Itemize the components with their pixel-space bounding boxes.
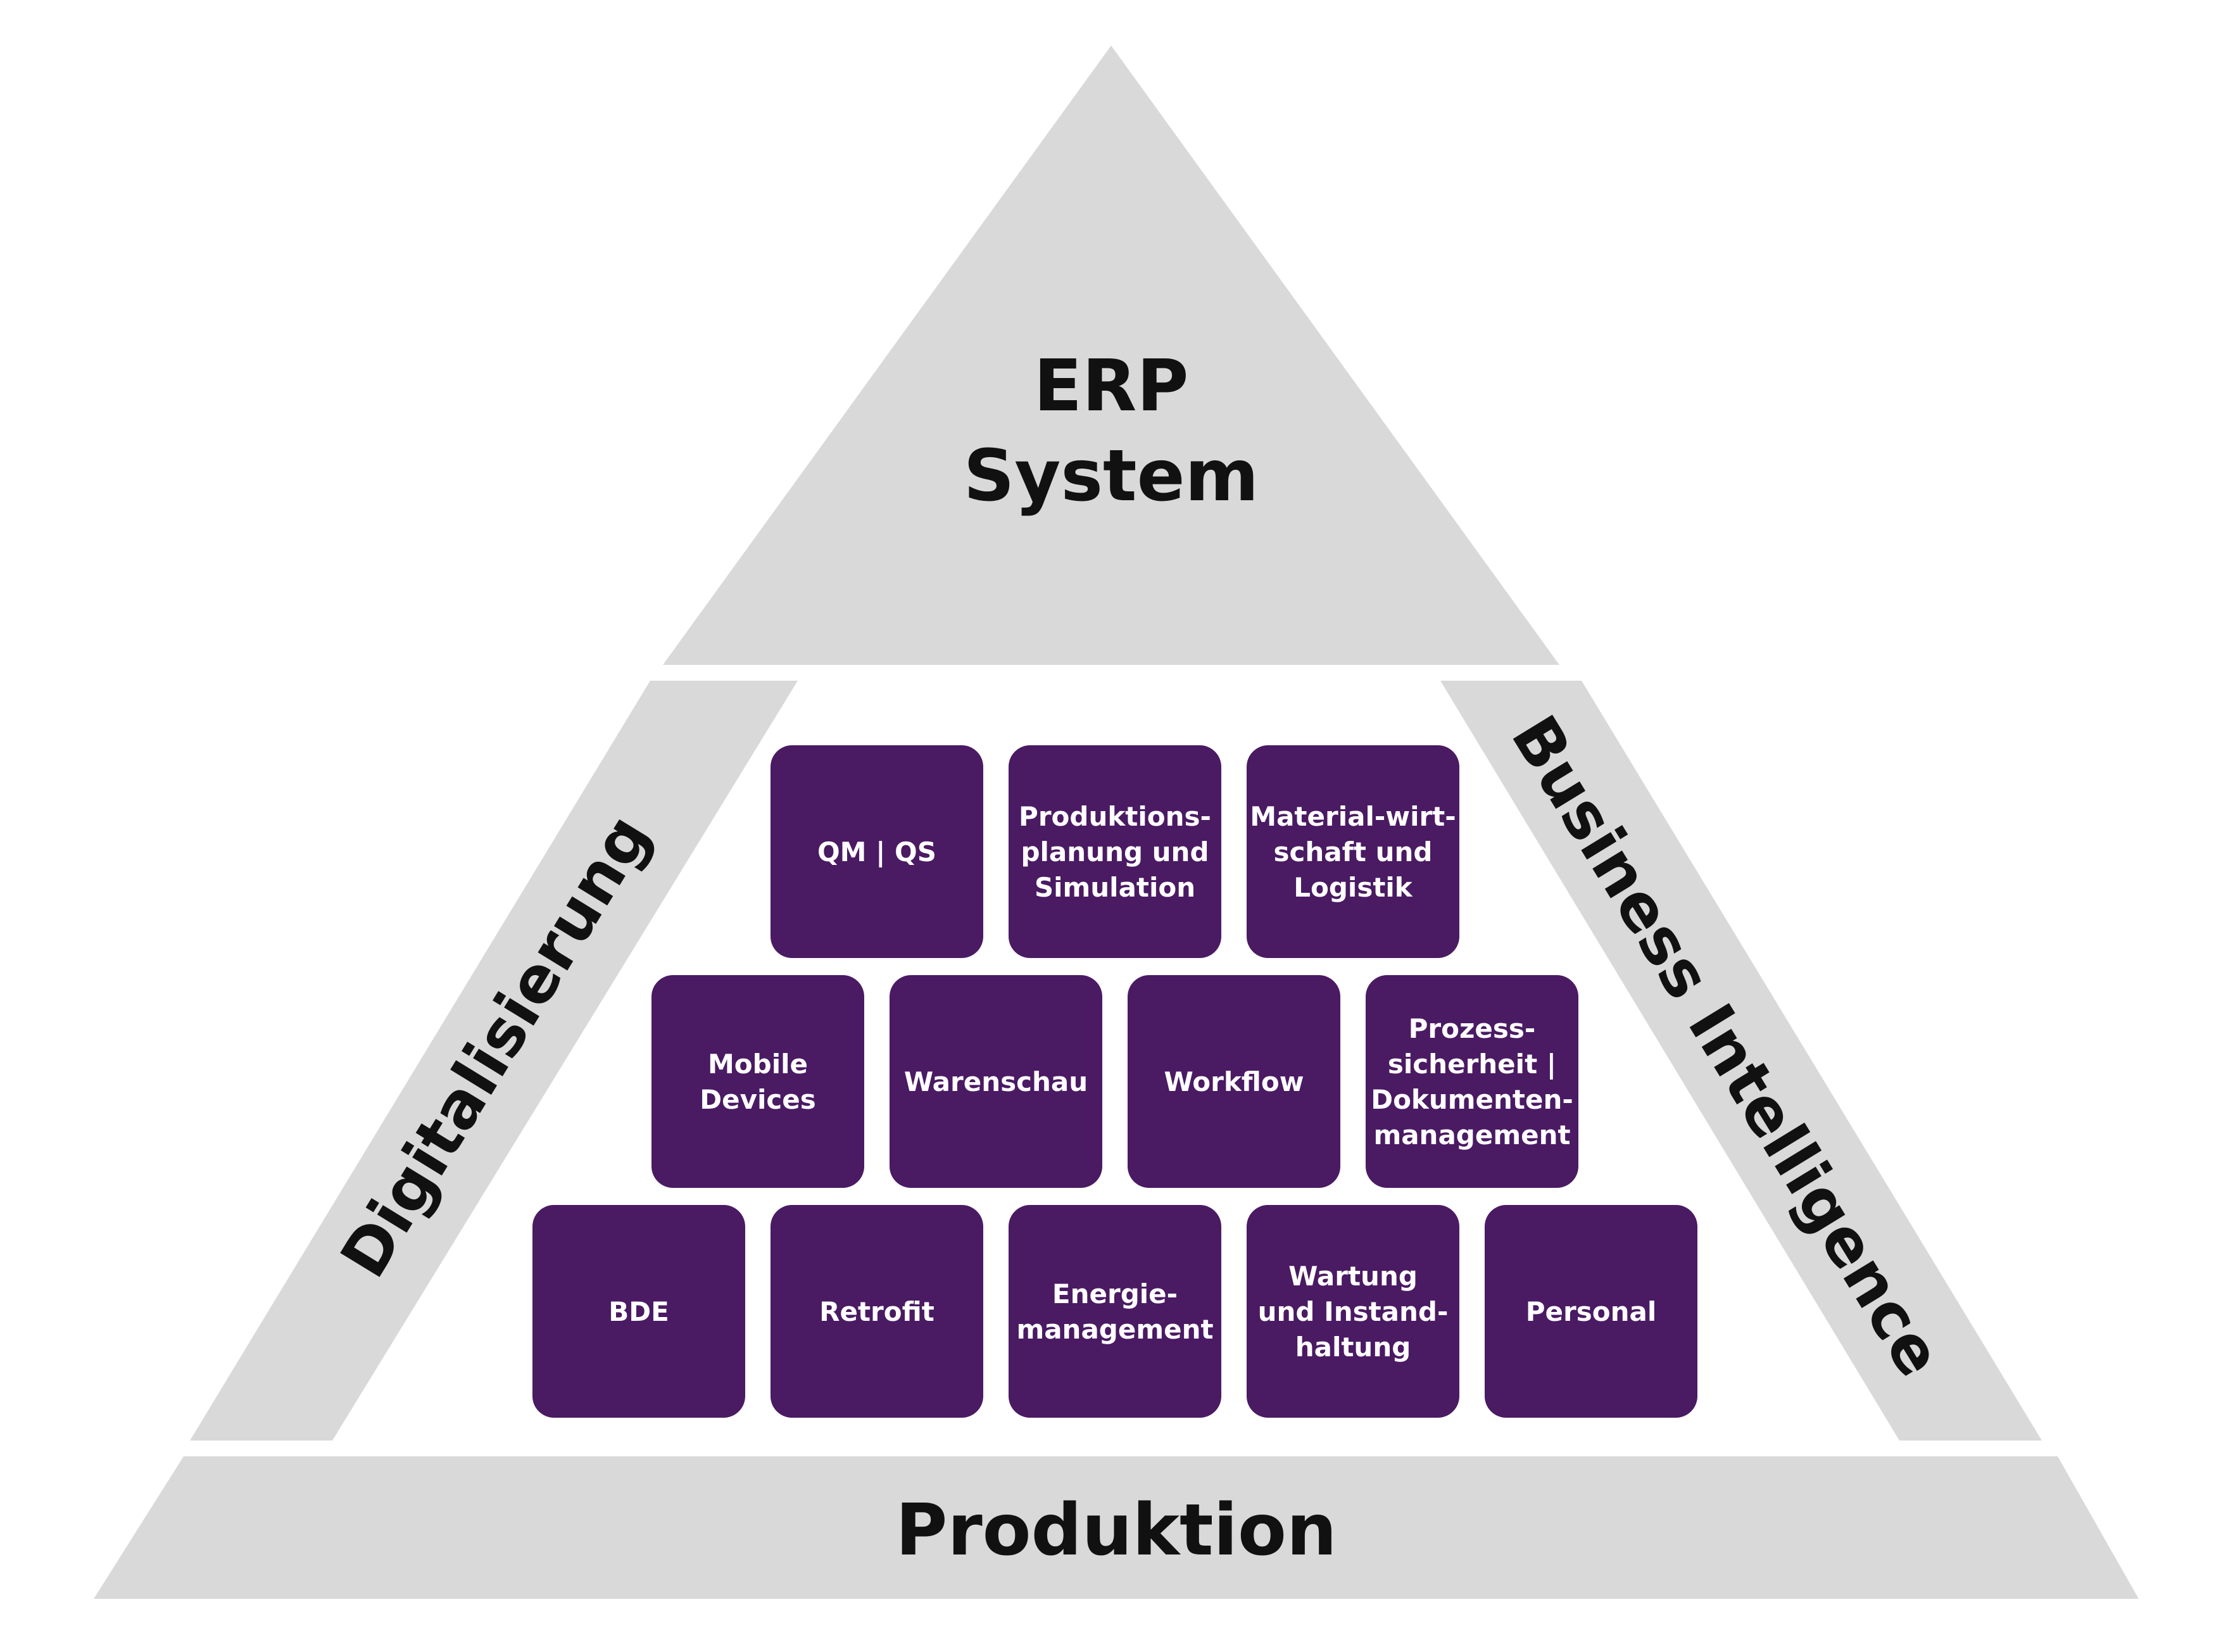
module-label-line: Personal <box>1526 1296 1656 1327</box>
module-label-line: planung und <box>1021 836 1209 867</box>
module-label-line: Mobile <box>708 1049 808 1080</box>
module-label-line: Prozess- <box>1409 1013 1536 1044</box>
module-label-line: schaft und <box>1274 836 1433 867</box>
erp-title-line1: ERP <box>1034 345 1189 427</box>
module-label-line: Workflow <box>1164 1066 1304 1097</box>
module-label: Workflow <box>1164 1066 1304 1097</box>
module-label-line: Material-wirt- <box>1250 801 1456 832</box>
module-box <box>890 975 1102 1188</box>
produktion-label: Produktion <box>895 1489 1337 1572</box>
module-bde: BDE <box>532 1205 745 1418</box>
produktion-layer-shape <box>94 1456 2139 1599</box>
module-label-line: und Instand- <box>1258 1296 1449 1327</box>
module-label: QM | QS <box>817 836 936 867</box>
module-retrofit: Retrofit <box>771 1205 983 1418</box>
module-box <box>1247 745 1459 958</box>
module-box <box>532 1205 745 1418</box>
module-label-line: haltung <box>1295 1332 1411 1363</box>
module-label-line: Produktions- <box>1019 801 1211 832</box>
module-label: Wartung und Instand-haltung <box>1258 1261 1449 1363</box>
module-label-line: Retrofit <box>819 1296 934 1327</box>
module-box <box>1366 975 1578 1188</box>
module-box <box>1009 745 1221 958</box>
module-qm-qs: QM | QS <box>771 745 983 958</box>
module-box <box>1485 1205 1697 1418</box>
module-label-line: Simulation <box>1035 872 1195 903</box>
business-intelligence-layer-shape <box>1440 681 2042 1441</box>
module-label-line: management <box>1373 1119 1570 1151</box>
erp-title-line2: System <box>964 435 1259 517</box>
module-label-line: Devices <box>700 1084 816 1115</box>
module-label: Energie-management <box>1016 1278 1213 1345</box>
module-box <box>1128 975 1340 1188</box>
module-label-line: QM | QS <box>817 836 936 867</box>
module-label: Warenschau <box>904 1066 1088 1097</box>
module-workflow: Workflow <box>1128 975 1340 1188</box>
module-wartung: Wartung und Instand-haltung <box>1247 1205 1459 1418</box>
module-label-line: Warenschau <box>904 1066 1088 1097</box>
module-personal: Personal <box>1485 1205 1697 1418</box>
module-label: Personal <box>1526 1296 1656 1327</box>
module-box <box>1009 1205 1221 1418</box>
erp-layer-shape <box>663 46 1559 665</box>
module-energiemanagement: Energie-management <box>1009 1205 1221 1418</box>
module-label: BDE <box>608 1296 669 1327</box>
module-label-line: Logistik <box>1293 872 1413 903</box>
module-label-line: Energie- <box>1052 1278 1178 1309</box>
module-box <box>651 975 864 1188</box>
module-label: Prozess-sicherheit | Dokumenten-managemen… <box>1371 1013 1573 1151</box>
module-prozesssicherheit: Prozess-sicherheit | Dokumenten-managemen… <box>1366 975 1578 1188</box>
module-label-line: management <box>1016 1314 1213 1345</box>
module-label-line: Wartung <box>1288 1261 1418 1292</box>
module-box <box>771 1205 983 1418</box>
module-label-line: BDE <box>608 1296 669 1327</box>
module-box <box>771 745 983 958</box>
digitalisierung-layer-shape <box>190 681 798 1441</box>
module-box <box>1247 1205 1459 1418</box>
module-label: Retrofit <box>819 1296 934 1327</box>
module-warenschau: Warenschau <box>890 975 1102 1188</box>
module-label-line: sicherheit | <box>1388 1049 1556 1080</box>
module-label-line: Dokumenten- <box>1371 1084 1573 1115</box>
